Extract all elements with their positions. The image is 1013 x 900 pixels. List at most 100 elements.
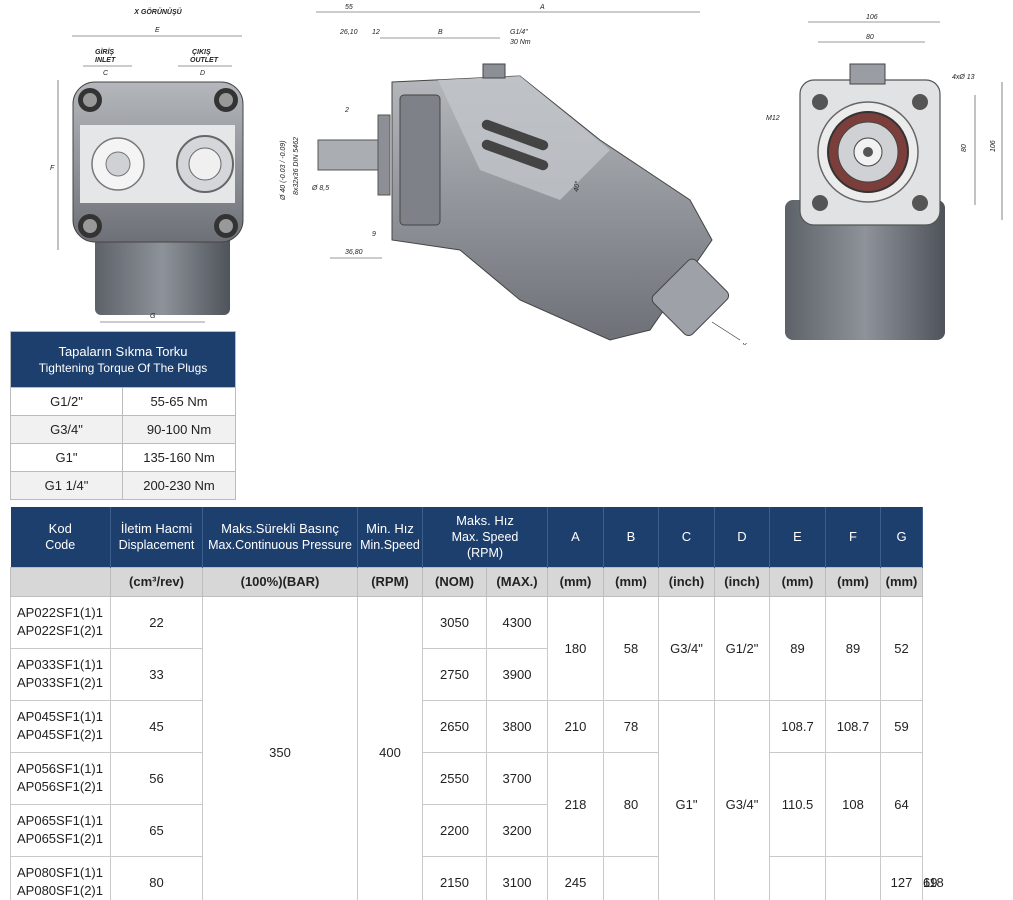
dim-D: G1/2" xyxy=(714,595,770,701)
dim-F: F xyxy=(50,165,55,172)
plug-torque: 135-160 Nm xyxy=(122,443,236,472)
pressure: 350 xyxy=(202,595,358,900)
max-speed: 3700 xyxy=(486,751,548,805)
nom-speed: 2200 xyxy=(422,803,487,857)
nom-speed: 3050 xyxy=(422,595,487,649)
dim-C xyxy=(769,855,826,900)
unit-F: (mm) xyxy=(825,566,881,597)
torque-title-en: Tightening Torque Of The Plugs xyxy=(38,360,208,375)
technical-drawings: X GÖRÜNÜŞÜ E GİRİŞ INLET ÇIKIŞ OUTLET C … xyxy=(0,0,1013,345)
displacement: 65 xyxy=(110,803,203,857)
dim-G: 64 xyxy=(880,751,923,857)
dim-E: E xyxy=(155,27,160,34)
front-view: X GÖRÜNÜŞÜ E GİRİŞ INLET ÇIKIŞ OUTLET C … xyxy=(50,7,244,323)
torque-title-tr: Tapaların Sıkma Torku xyxy=(58,343,188,359)
plug-size: G1/2" xyxy=(10,387,123,416)
port-label: G1/4" xyxy=(510,29,528,36)
col-E: E xyxy=(769,507,826,567)
dim-C: G3/4" xyxy=(658,595,715,701)
displacement: 80 xyxy=(110,855,203,900)
dim-B: B xyxy=(438,29,443,36)
dim-C: G1" xyxy=(658,699,715,900)
dim-80-side: 80 xyxy=(961,144,968,152)
displacement: 33 xyxy=(110,647,203,701)
dim-F: 89 xyxy=(825,595,881,701)
unit-C: (inch) xyxy=(658,566,715,597)
dim-B: 58 xyxy=(603,595,659,701)
nom-speed: 2550 xyxy=(422,751,487,805)
angle-label: 40° xyxy=(572,180,582,192)
plug-size: G1" xyxy=(10,443,123,472)
holes-label: 4xØ 13 xyxy=(952,74,975,81)
table-row: G1/2" 55-65 Nm xyxy=(10,387,236,416)
drawing-svg: X GÖRÜNÜŞÜ E GİRİŞ INLET ÇIKIŞ OUTLET C … xyxy=(50,4,1003,345)
displacement: 56 xyxy=(110,751,203,805)
dim-E: 110.5 xyxy=(769,751,826,857)
dim-D: D xyxy=(200,70,205,77)
view-x-label: X xyxy=(741,343,747,345)
dim-A: 218 xyxy=(547,751,604,857)
unit-G: (mm) xyxy=(880,566,923,597)
spline-label: 8x32x36 DIN 5462 xyxy=(293,137,300,195)
unit-B: (mm) xyxy=(603,566,659,597)
port-torque-label: 30 Nm xyxy=(510,39,531,46)
plug-torque: 200-230 Nm xyxy=(122,471,236,500)
unit-pres: (100%)(BAR) xyxy=(202,566,358,597)
dim-D: G3/4" xyxy=(714,699,770,900)
nom-speed: 2750 xyxy=(422,647,487,701)
spec-units-row: (cm³/rev) (100%)(BAR) (RPM) (NOM) (MAX.)… xyxy=(10,566,923,597)
dim-106-side: 106 xyxy=(990,140,997,152)
dim-80-top: 80 xyxy=(866,34,874,41)
table-row: G1 1/4" 200-230 Nm xyxy=(10,471,236,500)
dim-55: 55 xyxy=(345,4,353,11)
dim-G: 59 xyxy=(880,699,923,753)
dim-E: 108.7 xyxy=(769,699,826,753)
torque-table-header: Tapaların Sıkma Torku Tightening Torque … xyxy=(10,331,236,388)
inlet-label-tr: GİRİŞ xyxy=(95,48,114,56)
unit-max: (MAX.) xyxy=(486,566,548,597)
dim-B xyxy=(603,855,659,900)
min-speed: 400 xyxy=(357,595,423,900)
dim-36-80: 36,80 xyxy=(345,249,363,256)
unit-minspd: (RPM) xyxy=(357,566,423,597)
dim-2: 2 xyxy=(344,107,349,114)
displacement: 22 xyxy=(110,595,203,649)
unit-nom: (NOM) xyxy=(422,566,487,597)
dim-C: C xyxy=(103,70,109,77)
inlet-label-en: INLET xyxy=(95,57,116,64)
plug-torque: 90-100 Nm xyxy=(122,415,236,444)
max-speed: 3800 xyxy=(486,699,548,753)
dim-F: 108 xyxy=(825,751,881,857)
dim-106-top: 106 xyxy=(866,14,878,21)
plug-size: G1 1/4" xyxy=(10,471,123,500)
nom-speed: 2650 xyxy=(422,699,487,753)
plug-size: G3/4" xyxy=(10,415,123,444)
unit-disp: (cm³/rev) xyxy=(110,566,203,597)
dim-G: G xyxy=(150,313,156,320)
dim-D xyxy=(825,855,881,900)
dim-E: 89 xyxy=(769,595,826,701)
dim-A: 180 xyxy=(547,595,604,701)
dim-8-5: Ø 8,5 xyxy=(311,185,329,192)
dim-12: 12 xyxy=(372,29,380,36)
col-D: D xyxy=(714,507,770,567)
